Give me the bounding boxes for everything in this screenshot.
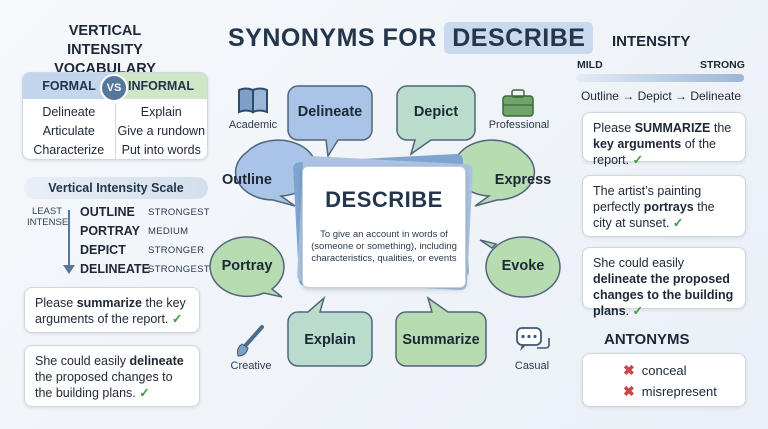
formal-word: Characterize xyxy=(33,143,105,157)
scale-word: PORTRAY xyxy=(80,224,140,238)
icon-label-academic: Academic xyxy=(228,119,278,131)
bubble-shape xyxy=(287,295,373,367)
scale-row: DELINEATE STRONGEST xyxy=(80,262,210,276)
scale-word: DEPICT xyxy=(80,243,126,257)
bubble-delineate xyxy=(287,85,373,159)
bubble-explain xyxy=(287,295,373,367)
informal-word: Give a rundown xyxy=(117,124,206,138)
bubble-evoke xyxy=(479,236,561,298)
check-icon: ✓ xyxy=(139,386,150,400)
bubble-label-express: Express xyxy=(494,172,552,188)
antonym-item: ✖conceal xyxy=(623,362,687,378)
scale-row: DEPICT STRONGER xyxy=(80,243,210,257)
scale-title: Vertical Intensity Scale xyxy=(24,177,208,199)
informal-word: Explain xyxy=(140,105,182,119)
scale-level: STRONGEST xyxy=(148,264,210,275)
right-example-card: Please SUMMARIZE the key arguments of th… xyxy=(582,112,746,167)
right-example-card: She could easily delineate the proposed … xyxy=(582,247,746,318)
antonyms-card: ✖conceal ✖misrepresent xyxy=(582,353,746,407)
book-icon xyxy=(238,87,268,114)
center-definition: To give an account in words of (someone … xyxy=(311,229,457,264)
formal-informal-card: FORMAL INFORMAL Delineate Articulate Cha… xyxy=(22,72,208,160)
check-icon: ✓ xyxy=(632,304,644,318)
bubble-label-outline: Outline xyxy=(222,172,272,188)
bubble-label-depict: Depict xyxy=(413,104,459,120)
vs-badge: VS xyxy=(100,74,128,102)
bubble-label-summarize: Summarize xyxy=(402,332,480,348)
mild-label: MILD xyxy=(577,59,603,71)
check-icon: ✓ xyxy=(672,216,684,230)
bubble-label-evoke: Evoke xyxy=(501,258,545,274)
intensity-chain: Outline → Depict → Delineate xyxy=(580,89,742,103)
chat-bubbles-icon xyxy=(516,327,550,351)
informal-header: INFORMAL xyxy=(115,73,207,99)
example-keyword: delineate xyxy=(129,354,184,368)
formal-word: Articulate xyxy=(42,124,95,138)
bubble-shape xyxy=(479,236,561,298)
bubble-shape xyxy=(396,85,476,156)
antonyms-title: ANTONYMS xyxy=(604,331,690,348)
title-prefix: SYNONYMS FOR xyxy=(228,24,437,52)
cross-icon: ✖ xyxy=(623,383,635,399)
bubble-label-delineate: Delineate xyxy=(297,104,363,120)
bubble-label-portray: Portray xyxy=(221,258,273,274)
example-keyword: delineate the proposed changes to the bu… xyxy=(593,272,734,318)
bubble-summarize xyxy=(395,296,487,367)
right-example-card: The artist’s painting perfectly portrays… xyxy=(582,175,746,237)
bubble-shape xyxy=(287,85,373,159)
formal-header: FORMAL xyxy=(23,73,115,99)
left-example-card: She could easily delineate the proposed … xyxy=(24,345,200,407)
formal-words: Delineate Articulate Characterize xyxy=(23,103,115,159)
informal-word: Put into words xyxy=(121,143,201,157)
scale-word: DELINEATE xyxy=(80,262,150,276)
intensity-bar xyxy=(576,74,744,82)
center-word: DESCRIBE xyxy=(325,187,443,212)
icon-label-casual: Casual xyxy=(514,360,550,372)
example-keyword: SUMMARIZE xyxy=(634,121,711,135)
briefcase-icon xyxy=(502,89,534,117)
scale-level: STRONGEST xyxy=(148,207,210,218)
icon-label-professional: Professional xyxy=(488,119,550,131)
paintbrush-icon xyxy=(237,325,264,357)
scale-arrow-down-icon xyxy=(63,265,75,274)
bubble-shape xyxy=(395,296,487,367)
scale-word: OUTLINE xyxy=(80,205,135,219)
bubble-label-explain: Explain xyxy=(304,332,356,348)
scale-row: PORTRAY MEDIUM xyxy=(80,224,210,238)
left-example-card: Please summarize the key arguments of th… xyxy=(24,287,200,333)
bubble-depict xyxy=(396,85,476,156)
center-definition-card: DESCRIBE To give an account in words of … xyxy=(302,166,466,288)
scale-row: OUTLINE STRONGEST xyxy=(80,205,210,219)
least-intense-label: LEAST INTENSE xyxy=(27,206,69,228)
scale-arrow-line xyxy=(68,210,70,268)
page-title: SYNONYMS FOR DESCRIBE xyxy=(228,22,594,54)
scale-level: MEDIUM xyxy=(148,226,189,237)
informal-words: Explain Give a rundown Put into words xyxy=(114,103,208,159)
example-keyword: summarize xyxy=(76,296,143,310)
intensity-title: INTENSITY xyxy=(612,33,691,50)
icon-label-creative: Creative xyxy=(230,360,272,372)
title-highlight: DESCRIBE xyxy=(444,22,594,54)
bubble-shape xyxy=(209,236,285,298)
example-keyword: portrays xyxy=(643,200,694,214)
bubble-portray xyxy=(209,236,285,298)
cross-icon: ✖ xyxy=(623,362,635,378)
antonym-item: ✖misrepresent xyxy=(623,383,717,399)
formal-word: Delineate xyxy=(42,105,96,119)
check-icon: ✓ xyxy=(171,312,183,326)
strong-label: STRONG xyxy=(700,59,745,71)
check-icon: ✓ xyxy=(632,153,644,167)
scale-level: STRONGER xyxy=(148,245,205,256)
example-keyword: key arguments xyxy=(593,137,682,151)
